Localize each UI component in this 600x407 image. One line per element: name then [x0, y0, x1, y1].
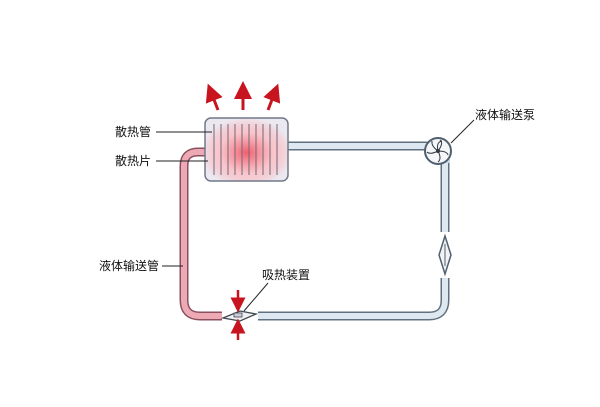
radiator: [204, 117, 289, 182]
heat-out-arrows: [205, 81, 281, 111]
label-heat-absorber: 吸热装置: [262, 268, 311, 282]
label-liquid-pipe: 液体输送管: [99, 259, 160, 273]
hot-pipe: [179, 147, 222, 321]
label-radiator-fin: 散热片: [115, 154, 152, 168]
heat-absorber: [220, 310, 259, 322]
liquid-pump: [424, 137, 452, 165]
leader-lines: [156, 119, 475, 312]
check-valve: [438, 233, 452, 277]
label-radiator-tube: 散热管: [115, 125, 152, 139]
label-liquid-pump: 液体输送泵: [475, 108, 536, 122]
cold-pipe: [258, 141, 450, 321]
